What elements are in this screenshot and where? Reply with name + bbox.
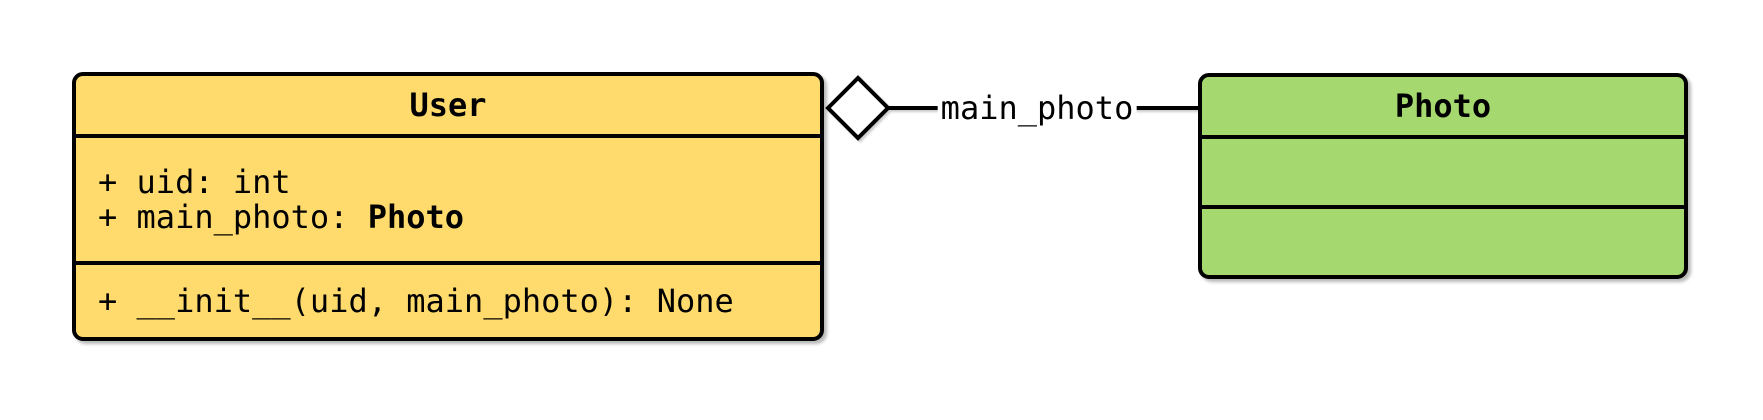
member-text: + __init__(uid, main_photo): None (98, 281, 734, 320)
class-box-photo: Photo (1198, 73, 1688, 279)
member-text: + main_photo: (98, 197, 368, 236)
class-box-user: User + uid: int+ main_photo: Photo + __i… (72, 72, 824, 341)
member-type-ref: Photo (367, 197, 465, 236)
attributes-section-user: + uid: int+ main_photo: Photo (76, 138, 820, 265)
attributes-section-photo (1202, 139, 1684, 209)
class-title-user: User (76, 76, 820, 138)
methods-section-user: + __init__(uid, main_photo): None (76, 265, 820, 337)
methods-section-photo (1202, 209, 1684, 275)
association-label: main_photo (937, 88, 1137, 128)
class-title-photo: Photo (1202, 77, 1684, 139)
member-text: + uid: int (98, 162, 291, 201)
member-line: + main_photo: Photo (98, 197, 798, 236)
member-line: + __init__(uid, main_photo): None (98, 281, 798, 320)
aggregation-diamond-icon (825, 75, 891, 141)
member-line: + uid: int (98, 162, 798, 201)
